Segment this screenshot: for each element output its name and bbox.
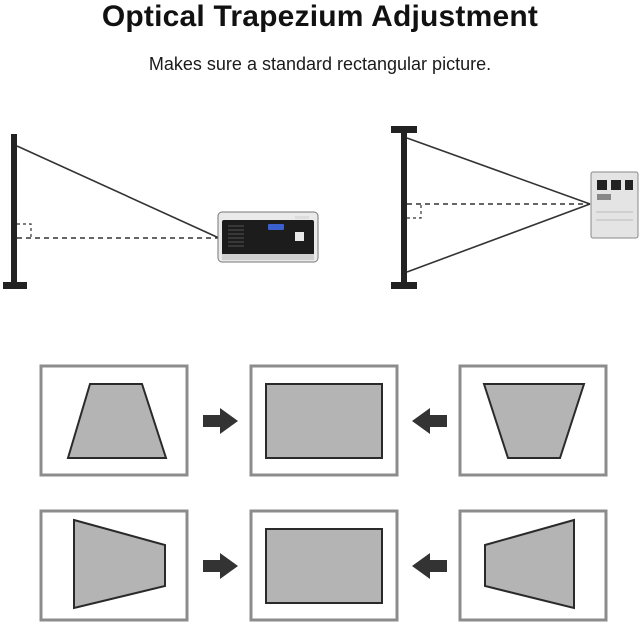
trapezoid-screen — [482, 383, 586, 459]
projector-side-icon — [217, 211, 319, 263]
panel-before-narrow-left — [458, 509, 608, 622]
top-view-diagram — [391, 126, 639, 289]
panel-corrected-rectangle — [249, 364, 399, 477]
trapezoid-screen — [66, 383, 168, 459]
arrow-right-icon — [203, 408, 238, 434]
projection-screen-top — [391, 126, 417, 133]
projection-screen-pole — [11, 134, 17, 286]
projection-screen-pole — [401, 130, 407, 284]
projection-screen-base — [391, 282, 417, 289]
projection-screen-base — [3, 282, 27, 289]
panel-before-narrow-bottom — [458, 364, 608, 477]
panel-corrected-rectangle — [249, 509, 399, 622]
projection-ray-top — [16, 145, 220, 239]
side-view-diagram — [3, 134, 319, 289]
arrow-left-icon — [412, 408, 447, 434]
panel-before-narrow-right — [39, 509, 189, 622]
trapezoid-screen — [484, 518, 575, 610]
projection-ray-top — [406, 137, 591, 205]
right-angle-marker — [17, 223, 32, 238]
rectangle-screen — [265, 528, 383, 604]
arrow-right-icon — [203, 553, 238, 579]
projector-top-icon — [590, 171, 639, 239]
keystone-row-horizontal — [39, 509, 608, 622]
page-subtitle: Makes sure a standard rectangular pictur… — [148, 54, 492, 74]
page-title: Optical Trapezium Adjustment — [101, 0, 539, 33]
projection-ray-bottom — [406, 203, 591, 273]
rectangle-screen — [265, 383, 383, 459]
arrow-left-icon — [412, 553, 447, 579]
panel-before-narrow-top — [39, 364, 189, 477]
trapezoid-screen — [73, 518, 166, 610]
keystone-row-vertical — [39, 364, 608, 477]
right-angle-marker — [407, 204, 422, 219]
